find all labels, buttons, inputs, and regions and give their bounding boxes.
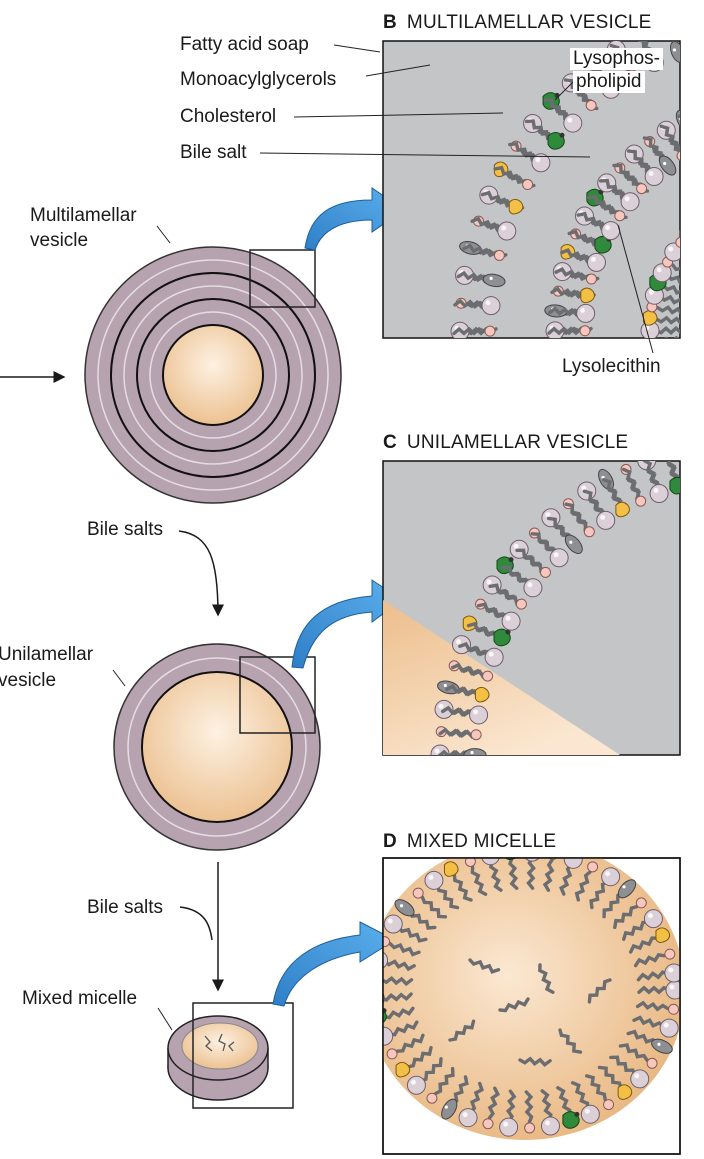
panel-c-bilayer <box>430 461 680 755</box>
multilamellar-vesicle <box>84 246 342 504</box>
label-lysophospholipid-1: Lysophos- <box>570 48 663 70</box>
label-cholesterol: Cholesterol <box>180 106 277 127</box>
label-lysophospholipid-2: pholipid <box>573 71 645 93</box>
mixed-micelle-disc <box>167 1015 269 1101</box>
step-arrow-2-branch <box>179 906 213 941</box>
label-multilamellar-2: vesicle <box>30 230 89 251</box>
zoom-box-b <box>249 249 316 308</box>
label-unilamellar-1: Unilamellar <box>0 644 94 665</box>
zoom-arrow-d <box>272 921 397 1007</box>
step-arrow-1 <box>178 530 224 617</box>
unilamellar-leader <box>112 669 126 687</box>
label-bile-salts-step-1: Bile salts <box>87 519 164 540</box>
multilamellar-leader <box>156 225 171 244</box>
label-bile-salt: Bile salt <box>180 142 247 163</box>
label-mixed-micelle: Mixed micelle <box>22 988 138 1009</box>
label-multilamellar-1: Multilamellar <box>30 205 137 226</box>
label-bile-salts-step-2: Bile salts <box>87 897 164 918</box>
zoom-box-d <box>192 1002 294 1109</box>
label-monoacylglycerols: Monoacylglycerols <box>180 69 337 90</box>
label-unilamellar-2: vesicle <box>0 670 57 691</box>
panel-b-bilayers <box>450 41 680 338</box>
zoom-box-c <box>239 656 316 734</box>
component-leaders <box>259 44 654 354</box>
unilamellar-vesicle <box>113 643 321 851</box>
label-fatty-acid-soap: Fatty acid soap <box>180 34 309 55</box>
mixed-micelle-leader <box>157 1007 173 1031</box>
panel-d-micelle <box>383 858 680 1137</box>
label-lysolecithin: Lysolecithin <box>562 356 661 377</box>
